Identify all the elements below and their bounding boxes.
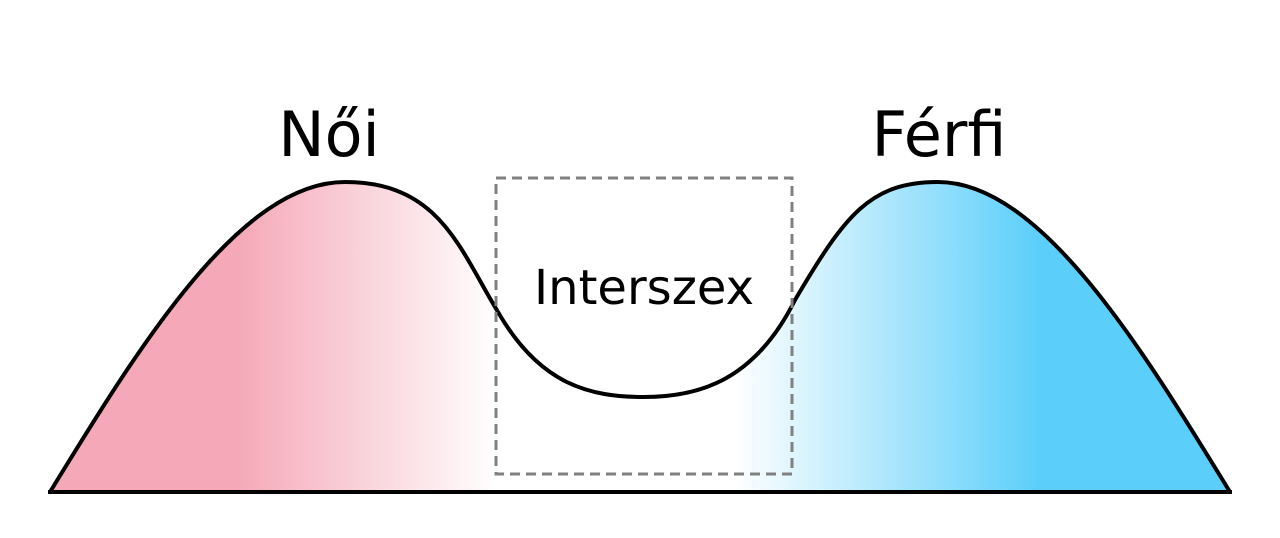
distribution-curve-fill [50, 182, 1230, 492]
intersex-label: Interszex [534, 260, 754, 316]
female-label: Női [278, 98, 380, 171]
distribution-curve-outline [48, 180, 1232, 494]
intersex-region-box [494, 176, 794, 476]
male-label: Férfi [871, 98, 1007, 171]
